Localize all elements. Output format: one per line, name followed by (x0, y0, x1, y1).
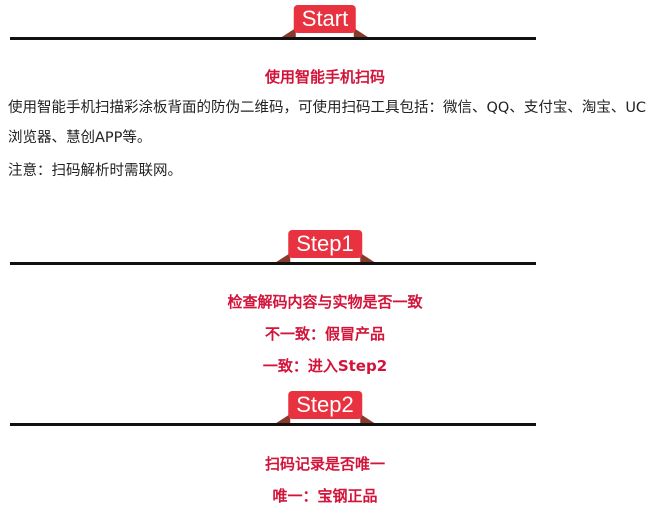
badge-label: Step1 (288, 230, 362, 258)
start-badge: Start (281, 5, 369, 37)
badge-label: Start (293, 5, 357, 33)
divider (10, 423, 536, 426)
ribbon-fold (354, 28, 369, 37)
badge-label: Step2 (288, 391, 362, 419)
start-heading: 使用智能手机扫码 (264, 68, 385, 86)
start-header: Start (0, 0, 650, 40)
step2-line: 扫码记录是否唯一 (264, 455, 385, 473)
step2-line: 唯一：宝钢正品 (272, 487, 378, 505)
ribbon-fold (359, 253, 374, 262)
ribbon-fold (276, 253, 291, 262)
step1-header: Step1 (0, 225, 650, 265)
divider (10, 262, 536, 265)
ribbon-fold (281, 28, 296, 37)
start-description: 使用智能手机扫描彩涂板背面的防伪二维码，可使用扫码工具包括：微信、QQ、支付宝、… (8, 100, 647, 146)
step1-badge: Step1 (276, 230, 374, 262)
step1-line: 检查解码内容与实物是否一致 (227, 293, 423, 311)
step1-line: 一致：进入Step2 (262, 357, 388, 375)
step2-badge: Step2 (276, 391, 374, 423)
step1-line: 不一致：假冒产品 (264, 325, 385, 343)
start-note: 注意：扫码解析时需联网。 (8, 163, 182, 179)
divider (10, 37, 536, 40)
ribbon-fold (276, 414, 291, 423)
step2-header: Step2 (0, 386, 650, 426)
ribbon-fold (359, 414, 374, 423)
